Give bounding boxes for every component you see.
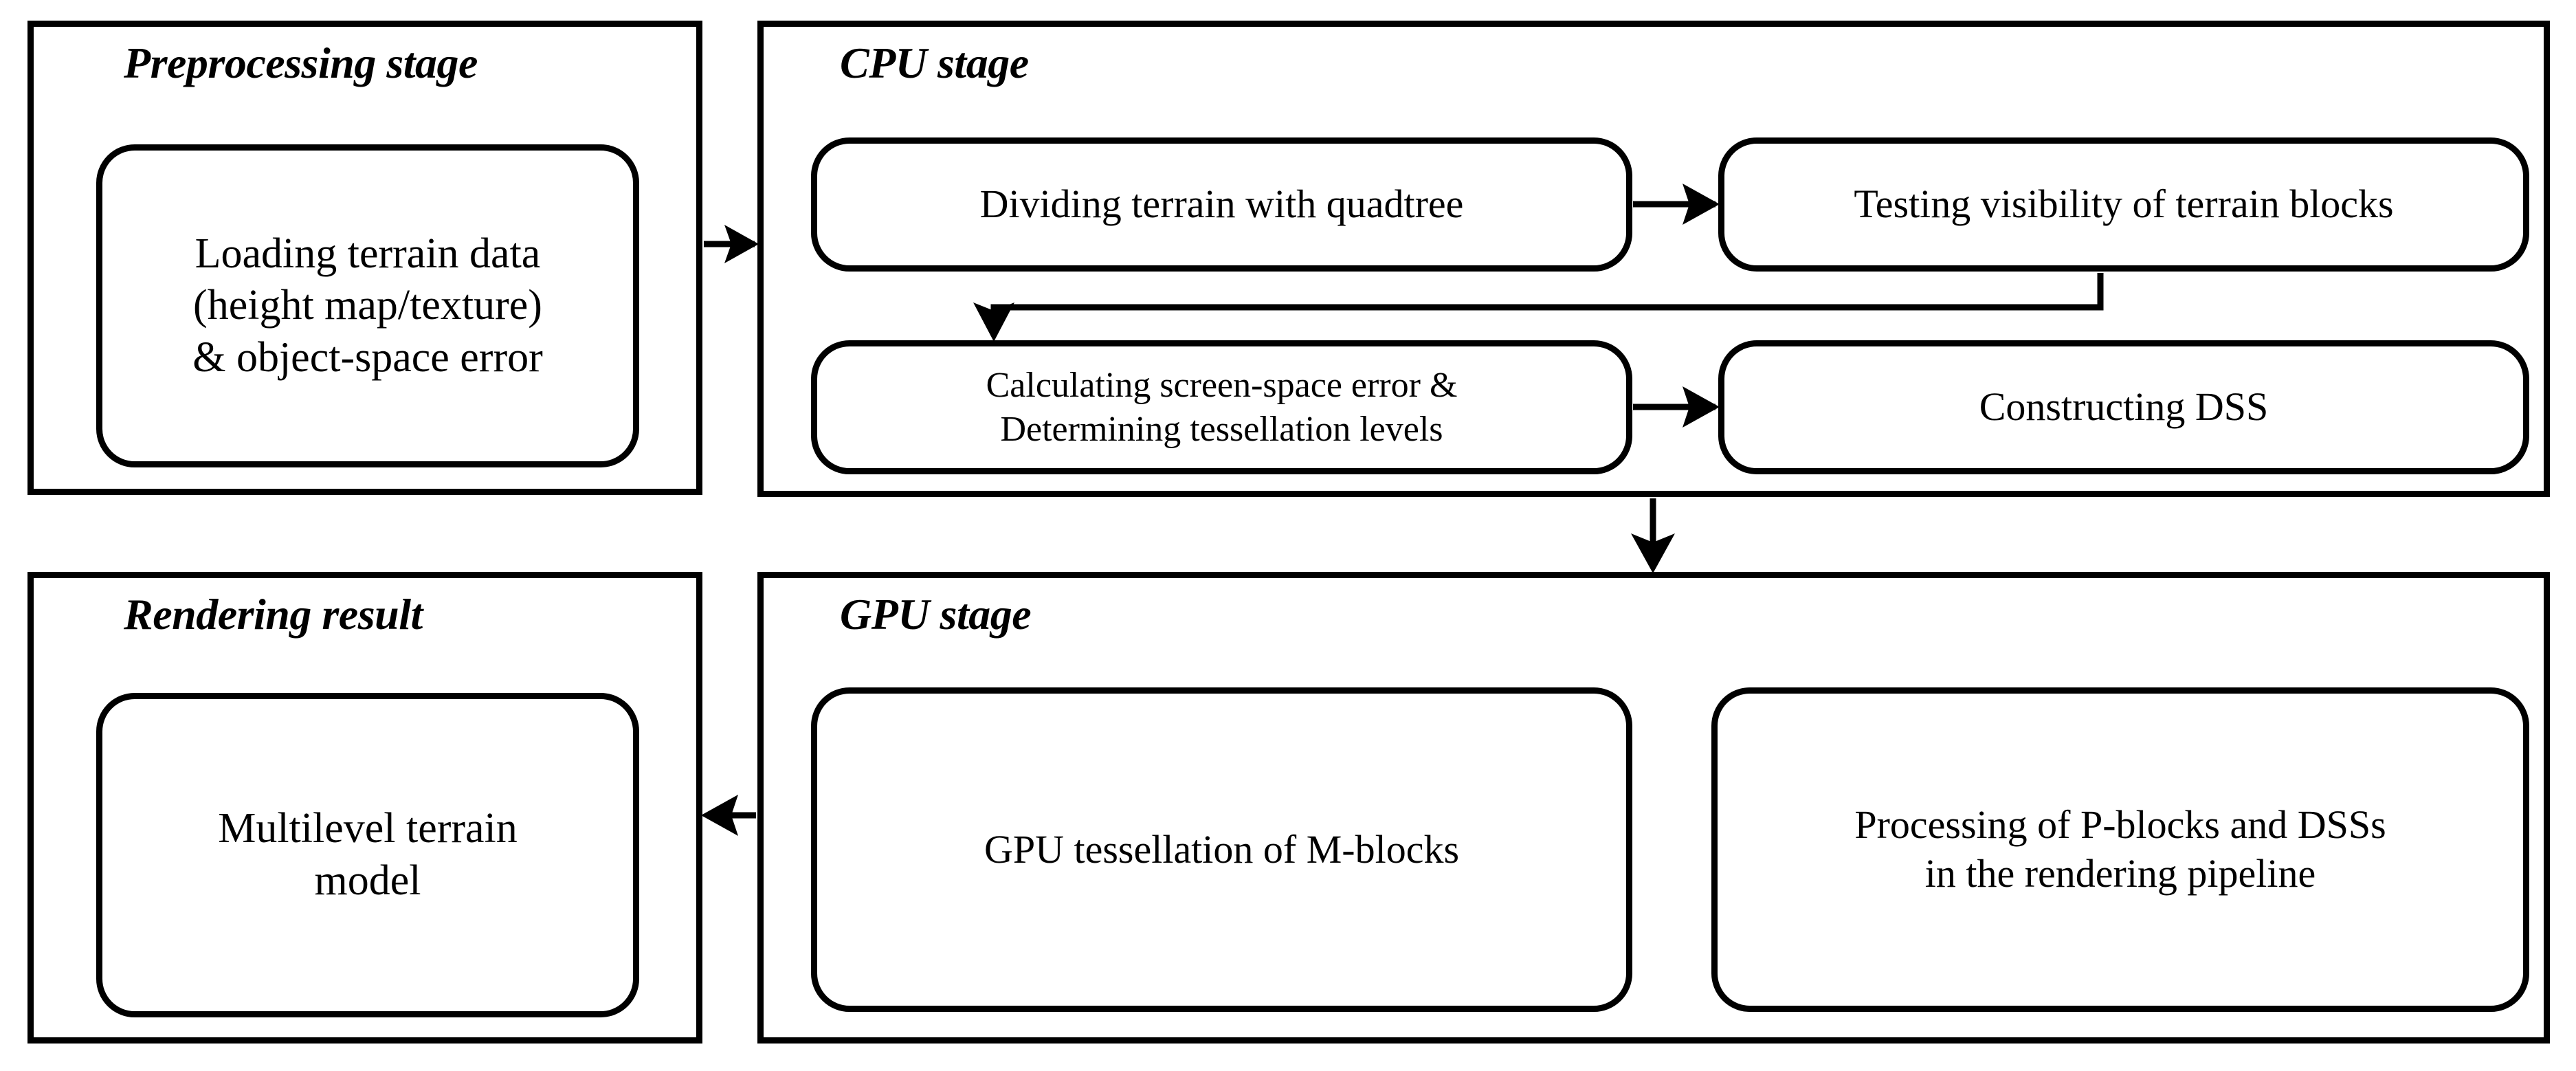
node-loading-terrain-data[interactable]: Loading terrain data (height map/texture…: [96, 144, 639, 467]
node-calculating-error-label: Calculating screen-space error & Determi…: [986, 366, 1458, 449]
node-multilevel-terrain-model[interactable]: Multilevel terrain model: [96, 693, 639, 1017]
node-constructing-dss[interactable]: Constructing DSS: [1718, 340, 2529, 474]
stage-preprocessing-title: Preprocessing stage: [124, 38, 478, 87]
arrow-gpu-to-rendering-result: [701, 795, 756, 836]
node-gpu-tessellation[interactable]: GPU tessellation of M-blocks: [811, 687, 1632, 1012]
arrow-cpu-to-gpu: [1631, 498, 1675, 573]
node-testing-visibility-label: Testing visibility of terrain blocks: [1854, 181, 2394, 227]
node-dividing-terrain-label: Dividing terrain with quadtree: [979, 181, 1464, 227]
arrow-preprocessing-to-cpu: [704, 225, 759, 263]
node-processing-pblocks[interactable]: Processing of P-blocks and DSSs in the r…: [1711, 687, 2529, 1012]
node-dividing-terrain[interactable]: Dividing terrain with quadtree: [811, 137, 1632, 272]
node-constructing-dss-label: Constructing DSS: [1979, 384, 2269, 430]
stage-cpu-title: CPU stage: [840, 38, 1029, 87]
node-calculating-error[interactable]: Calculating screen-space error & Determi…: [811, 340, 1632, 474]
node-processing-pblocks-label: Processing of P-blocks and DSSs in the r…: [1854, 802, 2386, 896]
node-multilevel-terrain-model-label: Multilevel terrain model: [218, 805, 518, 904]
node-testing-visibility[interactable]: Testing visibility of terrain blocks: [1718, 137, 2529, 272]
stage-rendering-result-title: Rendering result: [124, 590, 423, 639]
stage-gpu-title: GPU stage: [840, 590, 1032, 639]
node-loading-terrain-data-label: Loading terrain data (height map/texture…: [192, 230, 543, 381]
node-gpu-tessellation-label: GPU tessellation of M-blocks: [984, 826, 1460, 872]
